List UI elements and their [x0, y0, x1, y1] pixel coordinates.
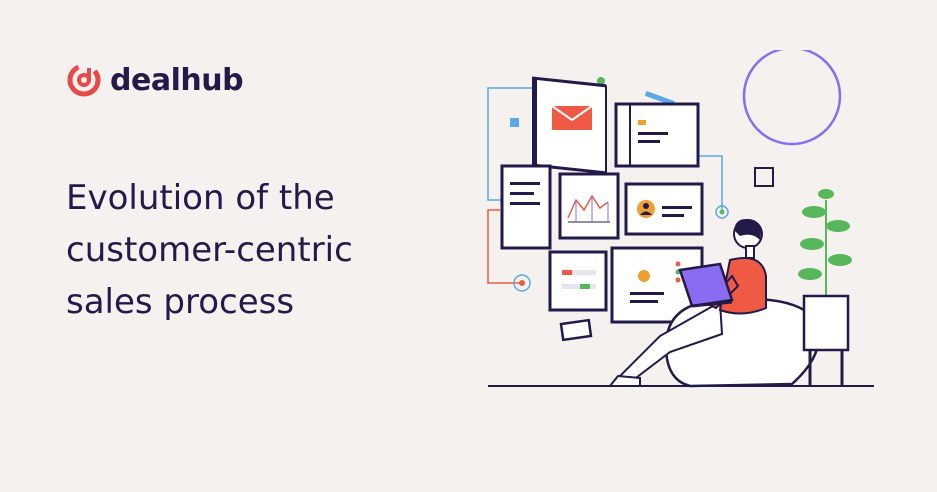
title-line-1: Evolution of the [66, 178, 335, 218]
brand-name: dealhub [110, 62, 244, 98]
laptop [678, 262, 734, 308]
sliders-panel [548, 250, 608, 312]
right-connector [698, 155, 723, 210]
purple-ring [742, 50, 842, 146]
page-title: Evolution of the customer-centric sales … [66, 172, 446, 328]
blue-square [510, 118, 519, 127]
blue-connector [487, 87, 532, 201]
small-card [559, 318, 593, 342]
hero-illustration [487, 50, 874, 388]
title-line-3: sales process [66, 282, 295, 322]
red-node [513, 274, 531, 292]
blue-dash [644, 90, 675, 106]
brand-logo: dealhub [66, 62, 244, 98]
email-panel [532, 76, 607, 175]
outline-square [754, 167, 774, 187]
dealhub-logo-icon [67, 63, 101, 97]
profile-panel [624, 182, 704, 236]
red-connector [487, 209, 520, 284]
title-line-2: customer-centric [66, 230, 353, 270]
right-node [715, 205, 729, 219]
green-dot [597, 77, 605, 85]
text-panel [500, 164, 552, 250]
potted-plant [798, 189, 852, 386]
chart-panel [558, 172, 620, 240]
document-panel [614, 102, 700, 168]
